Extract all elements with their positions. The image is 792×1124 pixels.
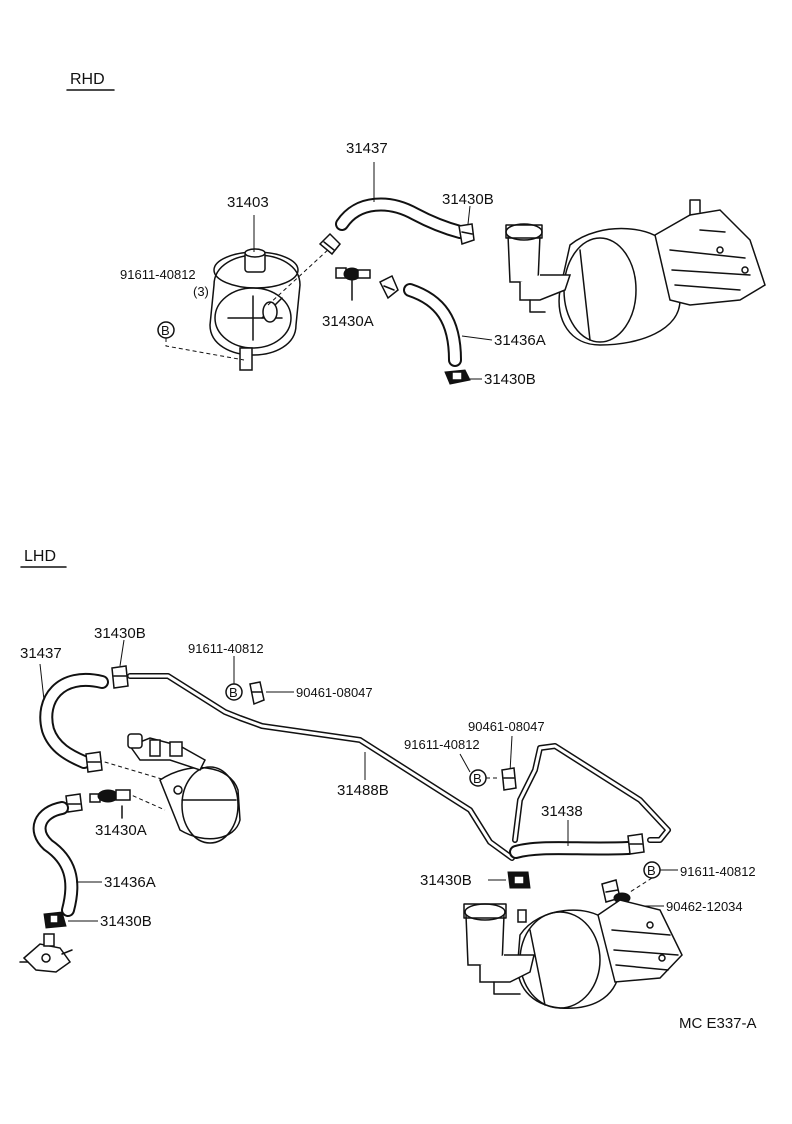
lhd-90461b-leader bbox=[509, 735, 513, 773]
lhd-label-31430a: 31430A bbox=[95, 822, 147, 839]
rhd-section: RHD 31403 B 91611-40812 (3) bbox=[66, 71, 766, 388]
lhd-brake-booster bbox=[516, 899, 683, 1009]
lhd-bolt-c-dash bbox=[629, 877, 653, 893]
lhd-label-91611-a: 91611-40812 bbox=[188, 641, 264, 656]
rhd-master-cylinder bbox=[505, 223, 572, 313]
rhd-clip-31430b-top bbox=[458, 223, 475, 245]
lhd-check-valve bbox=[89, 789, 131, 819]
rhd-label-31430b-bottom: 31430B bbox=[484, 371, 536, 388]
lhd-hose-31437 bbox=[39, 673, 109, 769]
lhd-clip-31430b-top bbox=[111, 665, 129, 689]
lhd-bolt-b-mark: B bbox=[473, 771, 482, 786]
rhd-check-valve bbox=[335, 267, 371, 301]
lhd-31437-leader bbox=[39, 663, 45, 701]
lhd-91611b-leader bbox=[459, 753, 471, 773]
rhd-clip-mid bbox=[378, 274, 399, 300]
rhd-label-91611: 91611-40812 bbox=[120, 267, 196, 282]
lhd-label-31438: 31438 bbox=[541, 803, 583, 820]
lhd-label-31430b-bottom: 31430B bbox=[100, 913, 152, 930]
lhd-label-90462: 90462-12034 bbox=[666, 899, 743, 914]
lhd-master-cylinder bbox=[463, 903, 535, 995]
lhd-hose-31438 bbox=[509, 841, 635, 859]
lhd-label-31430b-top: 31430B bbox=[94, 625, 146, 642]
rhd-label-31430a: 31430A bbox=[322, 313, 374, 330]
lhd-label-90461-a: 90461-08047 bbox=[296, 685, 373, 700]
rhd-hose-31437 bbox=[335, 197, 467, 239]
lhd-tank-dash-1 bbox=[97, 759, 166, 781]
lhd-intake-fitting bbox=[19, 933, 73, 973]
lhd-label-91611-c: 91611-40812 bbox=[680, 864, 756, 879]
lhd-clip-31430b-bottom bbox=[43, 911, 67, 929]
lhd-section: LHD 31488B 31437 31430B 91611-408 bbox=[19, 548, 757, 1032]
footer-code: MC E337-A bbox=[679, 1015, 757, 1032]
lhd-label-90461-b: 90461-08047 bbox=[468, 719, 545, 734]
rhd-label-31403: 31403 bbox=[227, 194, 269, 211]
rhd-tank-dash bbox=[267, 247, 331, 306]
lhd-clip-31438-end bbox=[627, 833, 645, 855]
lhd-pipe-31488b bbox=[127, 673, 515, 861]
lhd-label-91611-b: 91611-40812 bbox=[404, 737, 480, 752]
lhd-label-31437: 31437 bbox=[20, 645, 62, 662]
rhd-hose-31436a bbox=[403, 283, 462, 367]
rhd-bolt-mark: B bbox=[161, 323, 170, 338]
rhd-bolt-leader bbox=[165, 338, 245, 361]
lhd-31430b-top-leader bbox=[119, 639, 125, 667]
lhd-clamp-90461-b bbox=[501, 767, 517, 791]
lhd-clamp-90462 bbox=[601, 879, 631, 904]
lhd-clamp-90461-a bbox=[249, 681, 265, 706]
rhd-31436a-leader bbox=[461, 335, 493, 341]
rhd-clip-31430b-bottom bbox=[444, 369, 471, 385]
lhd-label-31436a: 31436A bbox=[104, 874, 156, 891]
lhd-bolt-a-mark: B bbox=[229, 685, 238, 700]
lhd-hose-31436a bbox=[32, 801, 79, 917]
rhd-clip-left bbox=[318, 232, 342, 256]
lhd-heading: LHD bbox=[24, 548, 56, 565]
rhd-label-91611-qty: (3) bbox=[193, 284, 209, 299]
lhd-pipe-right bbox=[512, 743, 671, 843]
rhd-vacuum-tank bbox=[209, 248, 301, 371]
lhd-clip-left bbox=[85, 751, 103, 773]
rhd-label-31430b-top: 31430B bbox=[442, 191, 494, 208]
lhd-label-31430b-mid: 31430B bbox=[420, 872, 472, 889]
lhd-bolt-a bbox=[225, 683, 243, 701]
rhd-brake-booster bbox=[558, 199, 766, 346]
rhd-label-31437: 31437 bbox=[346, 140, 388, 157]
lhd-vacuum-tank bbox=[127, 733, 241, 844]
lhd-clip-31430b-mid bbox=[507, 871, 531, 889]
rhd-31430b-top-leader bbox=[467, 205, 471, 225]
rhd-heading: RHD bbox=[70, 71, 105, 88]
lhd-bolt-c-mark: B bbox=[647, 863, 656, 878]
lhd-label-31488b: 31488B bbox=[337, 782, 389, 799]
rhd-label-31436a: 31436A bbox=[494, 332, 546, 349]
